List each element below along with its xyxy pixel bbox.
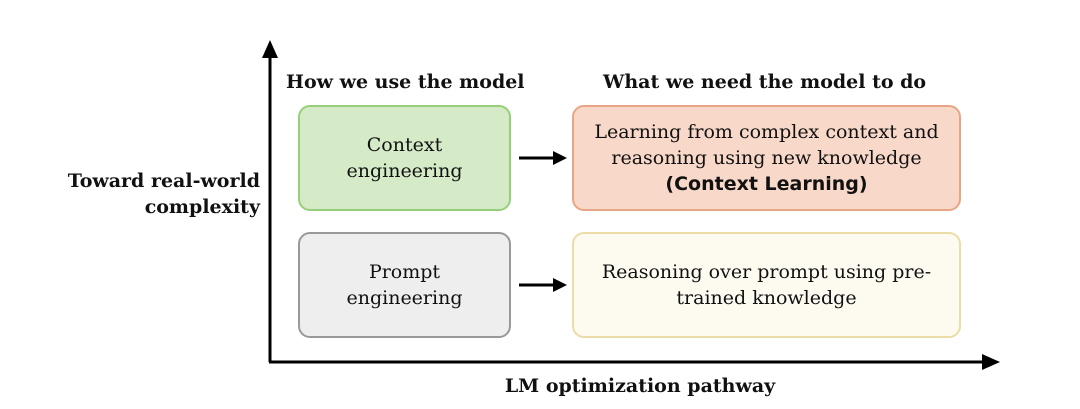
- y-axis-label: Toward real-world complexity: [40, 168, 260, 220]
- context-learning-line2: reasoning using new knowledge: [611, 147, 922, 169]
- x-axis-label: LM optimization pathway: [504, 375, 776, 397]
- prompt-engineering-box: Prompt engineering: [298, 232, 511, 338]
- reasoning-pretrained-line1: Reasoning over prompt using pre-: [601, 261, 932, 283]
- arrow-context-to-learning: [519, 151, 567, 165]
- heading-what-we-need: What we need the model to do: [603, 71, 927, 93]
- reasoning-pretrained-box: Reasoning over prompt using pre- trained…: [572, 232, 961, 338]
- context-learning-line1: Learning from complex context and: [594, 121, 939, 143]
- heading-how-we-use: How we use the model: [286, 71, 525, 93]
- y-axis-label-line1: Toward real-world: [67, 170, 260, 192]
- prompt-engineering-line1: Prompt: [368, 261, 441, 283]
- y-axis-label-line2: complexity: [144, 196, 260, 218]
- context-learning-box: Learning from complex context and reason…: [572, 105, 961, 211]
- arrow-prompt-to-reasoning: [519, 278, 567, 292]
- context-learning-emphasis: (Context Learning): [665, 173, 868, 195]
- context-engineering-line1: Context: [366, 134, 443, 156]
- context-engineering-box: Context engineering: [298, 105, 511, 211]
- x-axis-arrowhead: [982, 354, 1000, 370]
- context-engineering-line2: engineering: [346, 160, 463, 182]
- prompt-engineering-line2: engineering: [346, 287, 463, 309]
- reasoning-pretrained-line2: trained knowledge: [676, 287, 857, 309]
- y-axis-arrowhead: [262, 40, 278, 58]
